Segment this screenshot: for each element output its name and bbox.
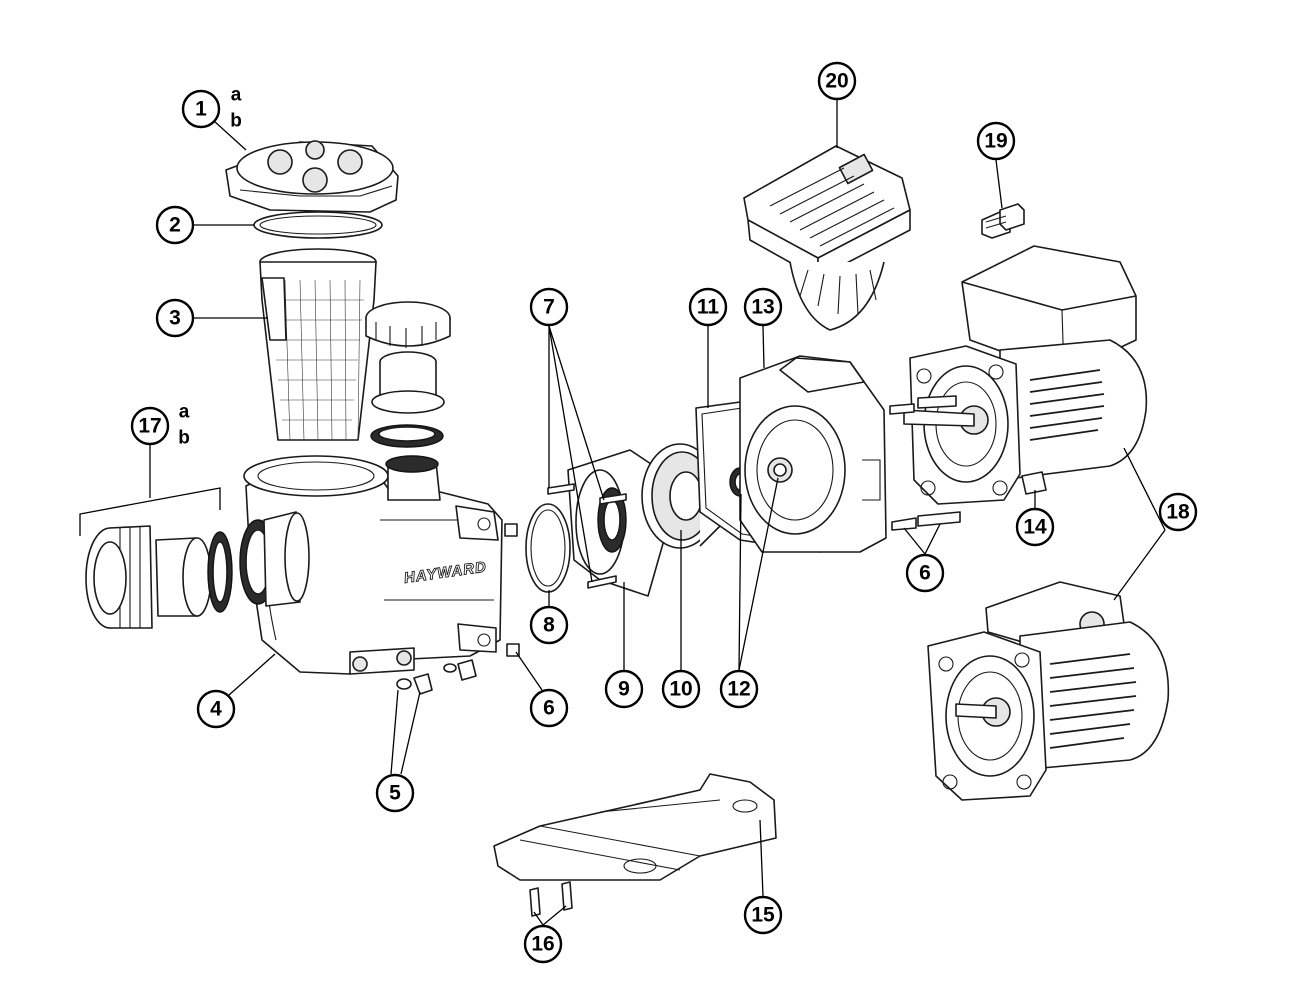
leader-6b-1 [903,527,926,555]
callout-10: 10 [661,669,701,709]
part-motor-single-speed [927,581,1170,801]
callout-7: 7 [529,287,569,327]
callout-1: 1 a b [181,85,242,132]
callout-6-left-number: 6 [543,697,555,720]
callout-8-number: 8 [543,614,555,637]
leader-18b [1113,529,1166,601]
callout-9: 9 [604,669,644,709]
callout-1-suffix-b: b [230,111,242,132]
leader-13 [762,325,765,369]
callout-13-number: 13 [751,296,774,319]
leader-18a [1123,447,1166,531]
callout-6-left: 6 [529,688,569,728]
leader-15 [759,819,764,897]
part-motor-adapter [739,355,887,553]
callout-10-number: 10 [669,678,692,701]
part-motor-bolts [889,395,961,531]
part-union-nut-top [365,301,451,348]
leader-1 [213,120,247,151]
part-drain-plugs [396,659,477,695]
callout-15: 15 [743,895,783,935]
callout-16-number: 16 [531,933,554,956]
part-pump-base [493,773,777,881]
leader-19 [995,159,1003,209]
callout-3: 3 [155,298,195,338]
callout-12: 12 [719,669,759,709]
callout-1-suffix-a: a [231,85,242,106]
leader-12b [738,477,779,671]
callout-17: 17 a b [130,402,190,449]
leader-12a [738,493,742,671]
leader-7c [548,325,593,583]
callout-12-number: 12 [727,678,750,701]
callout-3-number: 3 [169,307,181,330]
callout-4-number: 4 [210,698,222,721]
leader-16a [533,911,544,926]
leader-16b [542,905,567,926]
callout-18-number: 18 [1166,501,1190,524]
leader-6b-2 [924,523,941,555]
callout-17-suffix-a: a [179,402,190,423]
part-union-o-ring-top [370,424,444,448]
part-square-nuts [504,523,520,657]
callout-19: 19 [976,121,1016,161]
leader-4 [228,653,276,696]
callout-14: 14 [1015,507,1055,547]
callout-1-number: 1 [195,98,207,121]
callout-5-number: 5 [389,782,401,805]
callout-7-number: 7 [543,296,555,319]
part-strainer-cover [225,140,399,213]
leader-7b [548,325,605,501]
leader-5b [400,691,421,775]
part-motor-variable-speed [903,245,1148,505]
callout-17-suffix-b: b [178,428,190,449]
leader-6a [515,651,543,691]
callout-16: 16 [523,924,563,964]
callout-4: 4 [196,689,236,729]
callout-20: 20 [817,61,857,101]
callout-17-number: 17 [138,415,161,438]
callout-2: 2 [155,205,195,245]
callout-15-number: 15 [751,904,775,927]
callout-5: 5 [375,773,415,813]
part-screws [547,483,627,589]
callout-6-right-number: 6 [919,562,931,585]
part-base-screws [529,881,573,917]
part-strainer-basket [259,248,377,441]
part-housing-o-ring [525,503,571,593]
part-pump-housing: HAYWARD [243,455,503,675]
callout-8: 8 [529,605,569,645]
callout-20-number: 20 [825,70,848,93]
part-union-tailpiece-top [371,351,445,414]
part-union-set-inlet [85,511,310,629]
callout-11-number: 11 [697,296,720,319]
callout-2-number: 2 [169,214,181,237]
leader-5a [390,689,399,775]
leader-17-bracket [79,487,221,536]
part-cover-o-ring [253,211,383,239]
callout-13: 13 [743,287,783,327]
callout-9-number: 9 [618,678,630,701]
leader-lines [79,100,1166,926]
part-cable-gland [981,203,1025,239]
part-motor-foot-bolt [1021,471,1047,495]
callout-11: 11 [688,287,728,327]
callout-6-right: 6 [905,553,945,593]
callout-18: 18 [1158,492,1198,532]
part-drive-module [743,145,911,331]
callout-14-number: 14 [1023,516,1047,539]
callout-19-number: 19 [984,130,1007,153]
